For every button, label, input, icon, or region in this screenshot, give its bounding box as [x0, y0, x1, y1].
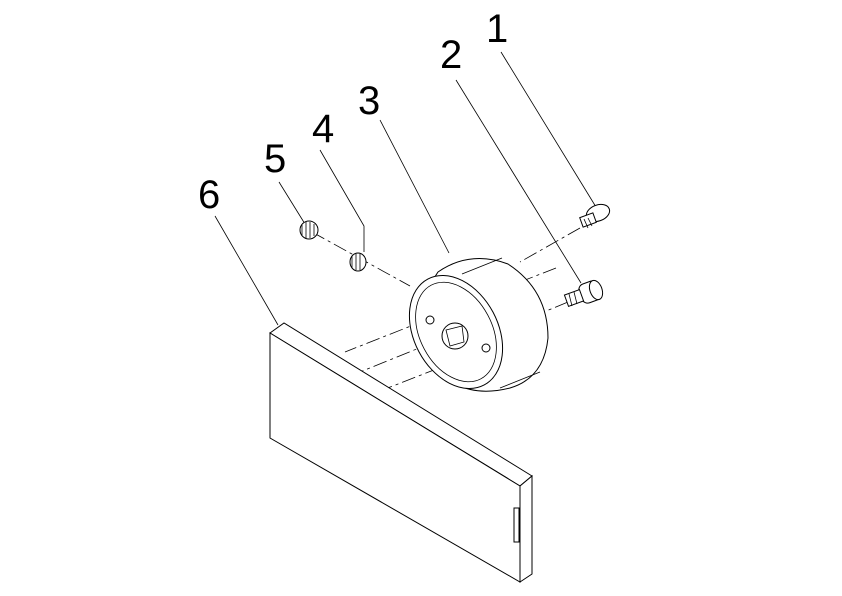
- screw-part-2: [563, 279, 604, 308]
- callout-3: 3: [358, 79, 380, 123]
- callout-6: 6: [198, 173, 220, 217]
- callout-1: 1: [486, 7, 508, 51]
- callout-5: 5: [264, 137, 286, 181]
- housing-part-3: [408, 257, 549, 392]
- callout-4: 4: [312, 107, 334, 151]
- callout-2: 2: [440, 33, 462, 77]
- screw-part-1: [579, 203, 611, 229]
- leader-lines: [214, 51, 597, 326]
- set-screw-part-4: [349, 252, 367, 272]
- set-screw-part-5: [299, 220, 319, 240]
- plate-part-6: [269, 322, 533, 583]
